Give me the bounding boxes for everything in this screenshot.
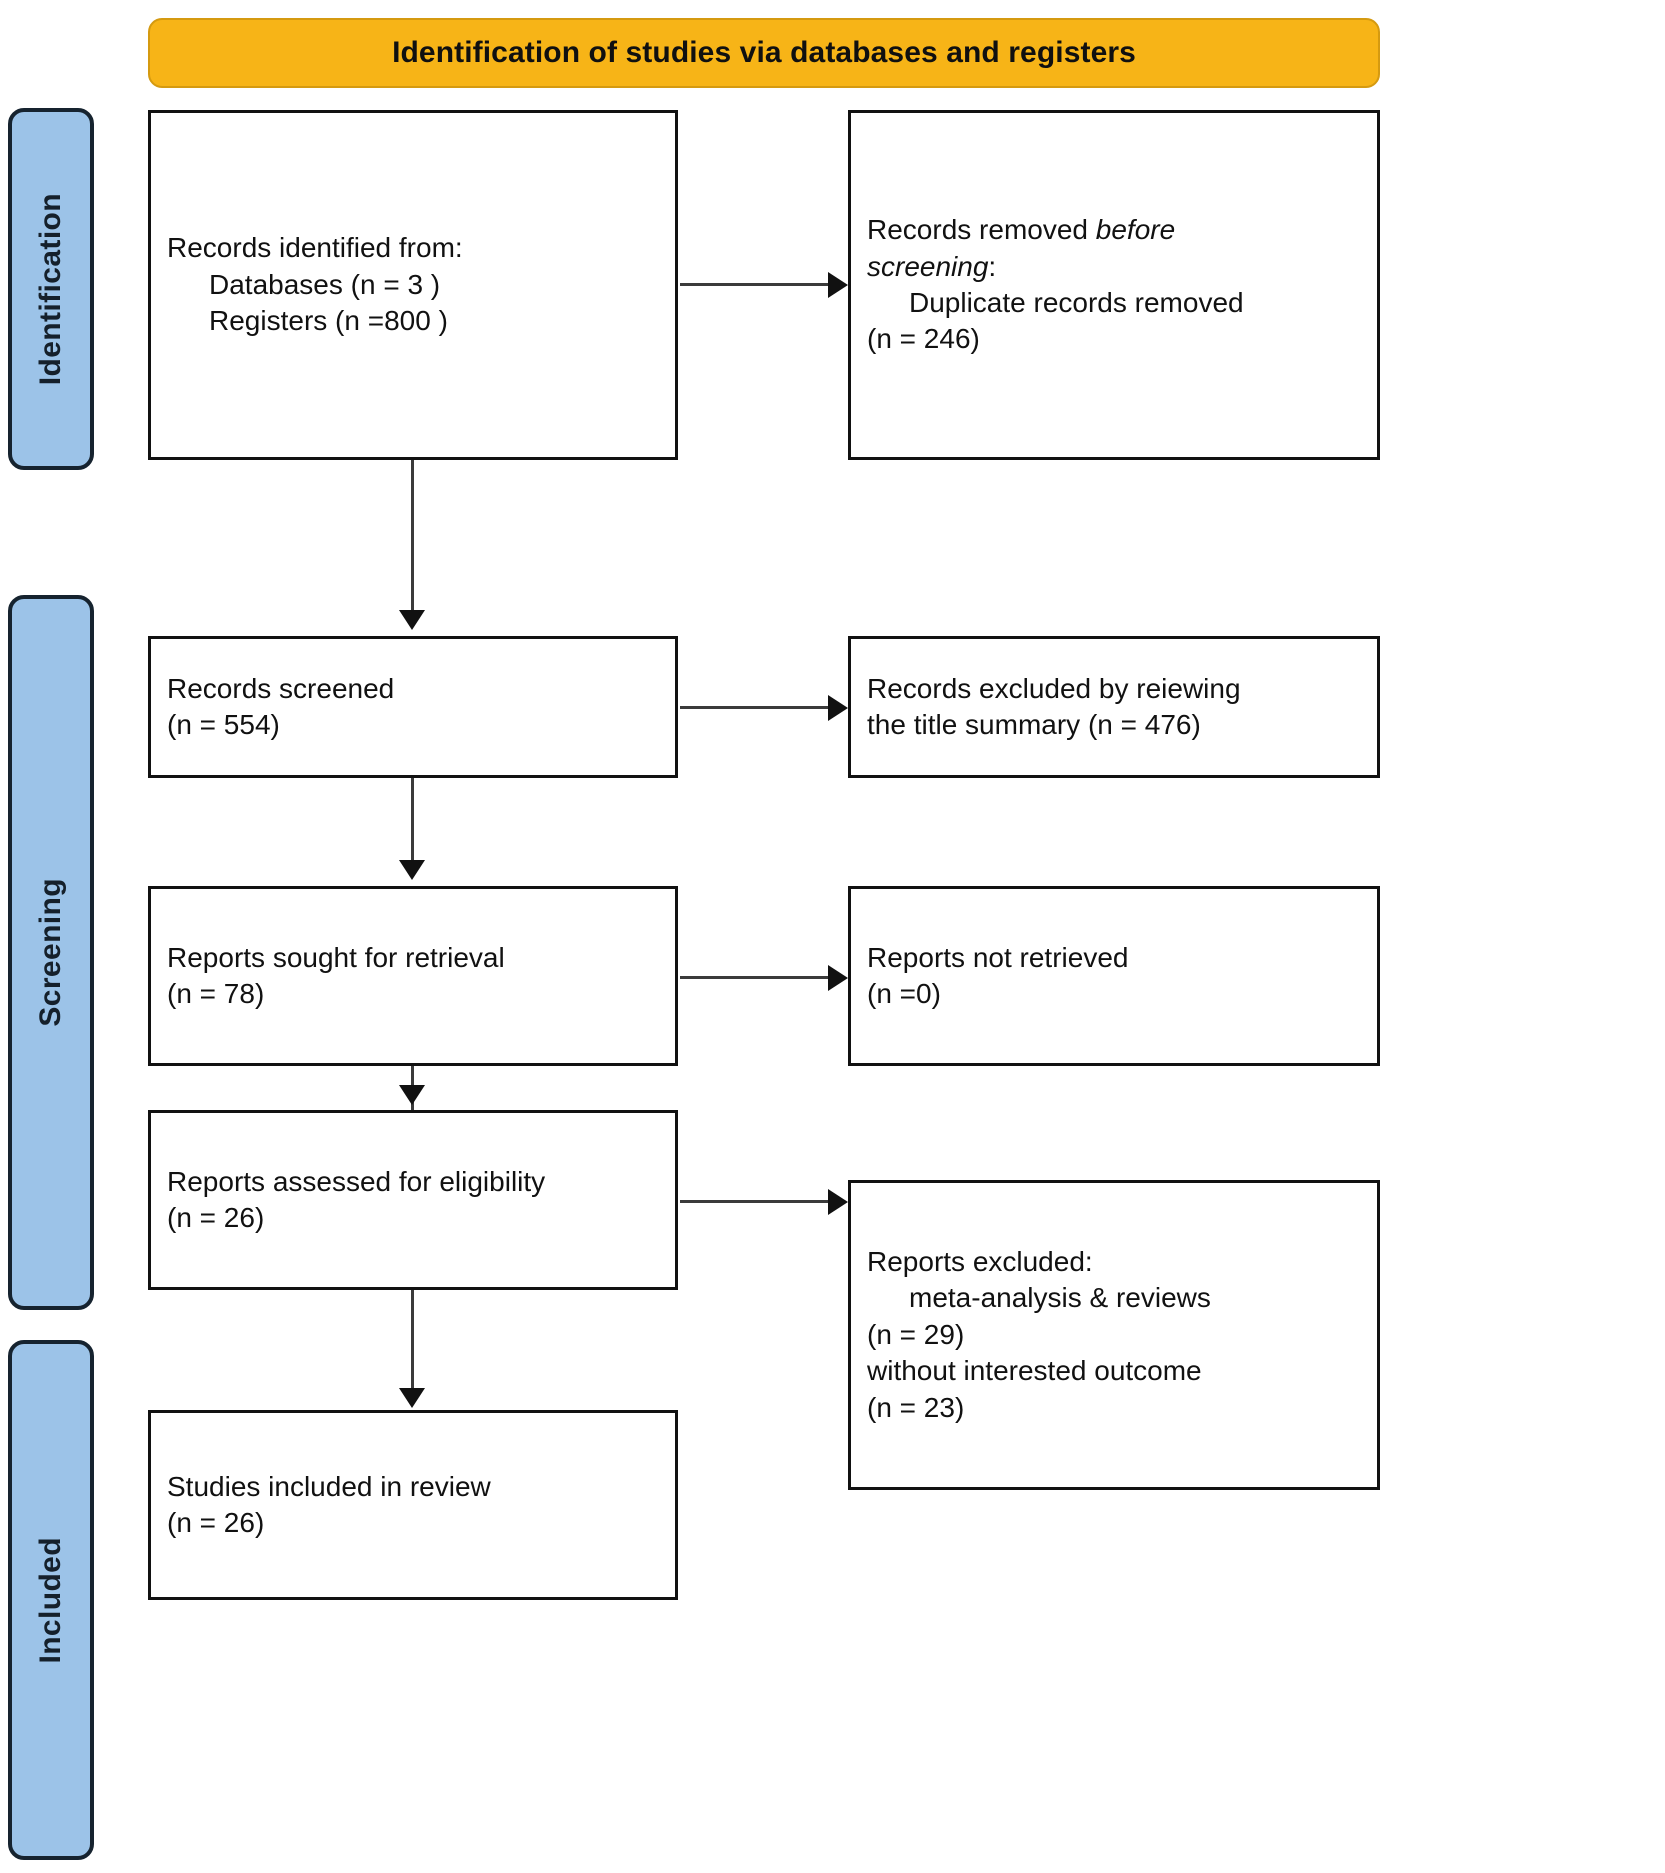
records-screened-line-2: (n = 554) bbox=[167, 709, 280, 740]
arrowhead-screened-to-excluded bbox=[828, 695, 848, 721]
box-reports-sought: Reports sought for retrieval (n = 78) bbox=[148, 886, 678, 1066]
diagram-header-banner: Identification of studies via databases … bbox=[148, 18, 1380, 88]
stage-bar-identification: Identification bbox=[8, 108, 94, 470]
arrowhead-identified-to-screened bbox=[399, 610, 425, 630]
box-reports-excluded: Reports excluded: meta-analysis & review… bbox=[848, 1180, 1380, 1490]
box-records-identified: Records identified from: Databases (n = … bbox=[148, 110, 678, 460]
connector-sought-to-not-retrieved bbox=[680, 976, 830, 979]
reports-sought-line-2: (n = 78) bbox=[167, 978, 265, 1009]
connector-identified-to-screened bbox=[411, 460, 414, 612]
records-removed-plain-1: Records removed bbox=[867, 214, 1096, 246]
records-removed-italic-2: screening bbox=[867, 250, 989, 282]
reports-assessed-line-1: Reports assessed for eligibility bbox=[167, 1165, 546, 1197]
records-identified-line-1: Records identified from: bbox=[167, 232, 463, 264]
connector-screened-to-sought bbox=[411, 778, 414, 862]
records-removed-line-4: (n = 246) bbox=[867, 323, 980, 355]
records-removed-line-2: screening: bbox=[867, 249, 1361, 285]
page-title: Identification of studies via databases … bbox=[392, 36, 1136, 69]
box-records-screened: Records screened (n = 554) bbox=[148, 636, 678, 778]
studies-included-line-2: (n = 26) bbox=[167, 1507, 265, 1538]
connector-identified-to-removed bbox=[680, 283, 830, 286]
reports-not-retrieved-line-2: (n =0) bbox=[867, 978, 941, 1009]
arrowhead-sought-to-assessed bbox=[399, 1085, 425, 1105]
stage-bar-screening: Screening bbox=[8, 595, 94, 1310]
reports-assessed-line-2: (n = 26) bbox=[167, 1202, 265, 1233]
connector-assessed-to-included bbox=[411, 1290, 414, 1390]
stage-label-included: Included bbox=[34, 1536, 67, 1664]
box-reports-not-retrieved: Reports not retrieved (n =0) bbox=[848, 886, 1380, 1066]
records-identified-line-2: Databases (n = 3 ) bbox=[209, 268, 441, 300]
records-removed-italic-1: before bbox=[1095, 214, 1176, 246]
reports-excluded-line-5: (n = 23) bbox=[867, 1391, 965, 1423]
records-excluded-line-2: the title summary (n = 476) bbox=[867, 709, 1201, 740]
reports-excluded-line-2: meta-analysis & reviews bbox=[909, 1282, 1211, 1314]
box-studies-included: Studies included in review (n = 26) bbox=[148, 1410, 678, 1600]
reports-sought-line-1: Reports sought for retrieval bbox=[167, 941, 505, 973]
reports-excluded-line-1: Reports excluded: bbox=[867, 1246, 1093, 1278]
stage-bar-included: Included bbox=[8, 1340, 94, 1860]
stage-label-identification: Identification bbox=[34, 192, 67, 386]
arrowhead-assessed-to-included bbox=[399, 1388, 425, 1408]
records-identified-line-3: Registers (n =800 ) bbox=[209, 305, 448, 337]
arrowhead-screened-to-sought bbox=[399, 860, 425, 880]
box-reports-assessed: Reports assessed for eligibility (n = 26… bbox=[148, 1110, 678, 1290]
arrowhead-identified-to-removed bbox=[828, 272, 848, 298]
records-removed-plain-2: : bbox=[988, 250, 997, 282]
connector-assessed-to-excluded bbox=[680, 1200, 830, 1203]
reports-not-retrieved-line-1: Reports not retrieved bbox=[867, 941, 1129, 973]
connector-screened-to-excluded bbox=[680, 706, 830, 709]
stage-label-screening: Screening bbox=[34, 878, 67, 1027]
records-excluded-line-1: Records excluded by reiewing bbox=[867, 672, 1241, 704]
reports-excluded-line-3: (n = 29) bbox=[867, 1318, 965, 1350]
records-screened-line-1: Records screened bbox=[167, 672, 395, 704]
arrowhead-assessed-to-excluded bbox=[828, 1189, 848, 1215]
box-records-removed-before-screening: Records removed before screening: Duplic… bbox=[848, 110, 1380, 460]
box-records-excluded-screened: Records excluded by reiewing the title s… bbox=[848, 636, 1380, 778]
arrowhead-sought-to-not-retrieved bbox=[828, 965, 848, 991]
records-removed-line-3: Duplicate records removed bbox=[909, 287, 1244, 318]
records-removed-line-1: Records removed before bbox=[867, 212, 1361, 248]
reports-excluded-line-4: without interested outcome bbox=[867, 1355, 1202, 1387]
studies-included-line-1: Studies included in review bbox=[167, 1470, 491, 1502]
